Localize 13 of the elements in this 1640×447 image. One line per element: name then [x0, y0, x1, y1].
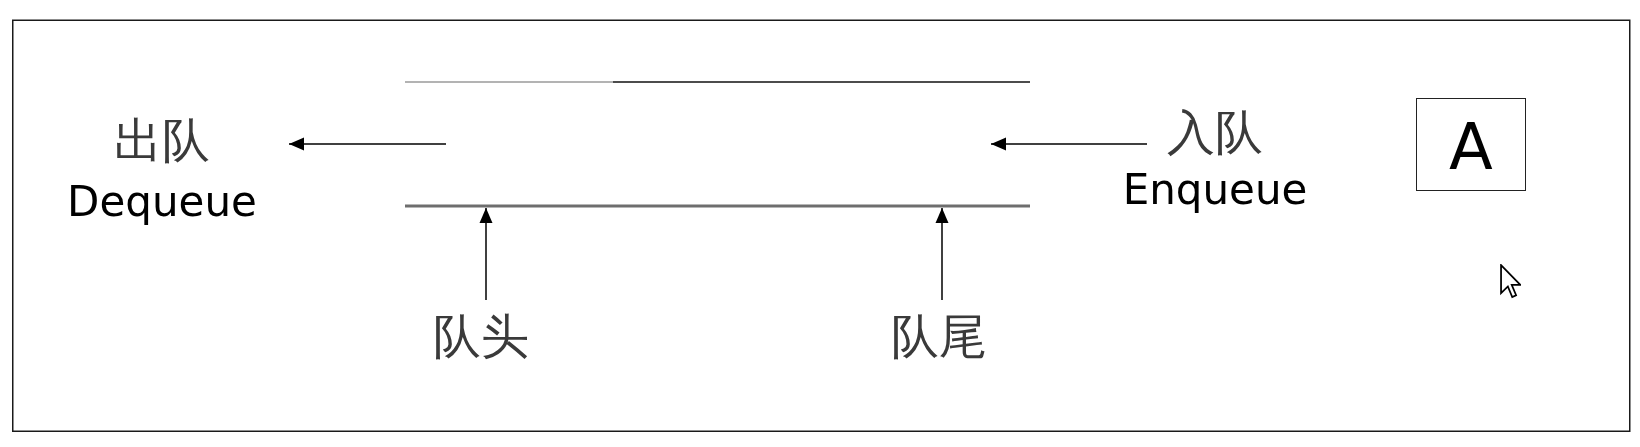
- letter-box: [1416, 98, 1526, 191]
- text-label: Enqueue: [1121, 166, 1309, 214]
- text-label: 出队: [113, 111, 211, 169]
- text-label: 队头: [432, 307, 530, 366]
- text-label: 队尾: [890, 307, 988, 366]
- arrow: [935, 207, 949, 301]
- arrow: [990, 137, 1148, 151]
- text-label: Dequeue: [66, 178, 258, 226]
- arrow: [288, 137, 447, 151]
- text-label: 入队: [1166, 103, 1264, 161]
- letter-label: A: [1448, 109, 1494, 186]
- arrow: [479, 207, 493, 301]
- queue-tube: [405, 81, 1030, 208]
